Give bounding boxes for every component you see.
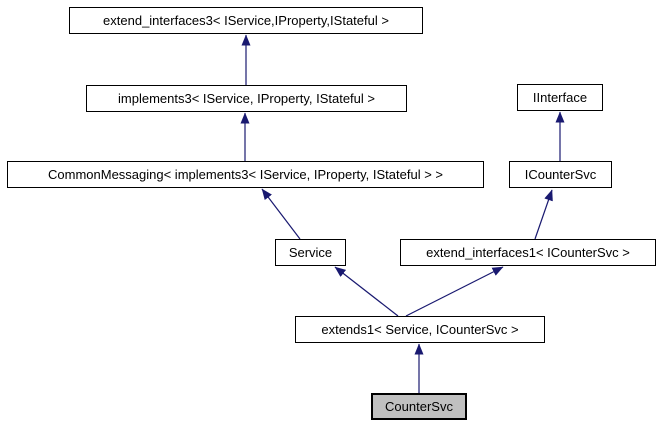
node-commonmessaging[interactable]: CommonMessaging< implements3< IService, … [7,161,484,188]
arrow-extends1-to-service [334,266,399,317]
node-service[interactable]: Service [275,239,346,266]
node-extend-interfaces3[interactable]: extend_interfaces3< IService,IProperty,I… [69,7,423,34]
node-extends1[interactable]: extends1< Service, ICounterSvc > [295,316,545,343]
node-icountersvc[interactable]: ICounterSvc [509,161,612,188]
node-implements3[interactable]: implements3< IService, IProperty, IState… [86,85,407,112]
node-countersvc: CounterSvc [371,393,467,420]
arrow-service-to-commonmessaging [261,188,301,240]
node-iinterface[interactable]: IInterface [517,84,603,111]
arrow-extend-interfaces1-to-icountersvc [534,189,553,240]
node-extend-interfaces1[interactable]: extend_interfaces1< ICounterSvc > [400,239,656,266]
arrow-extends1-to-extend-interfaces1 [405,266,504,317]
